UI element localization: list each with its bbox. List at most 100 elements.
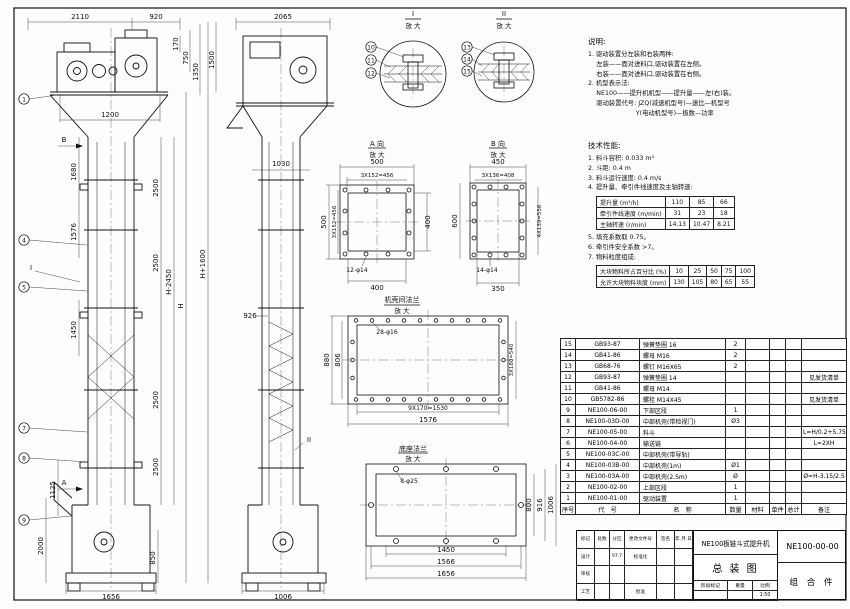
title-block-cell	[595, 583, 610, 601]
bom-cell	[745, 338, 770, 350]
drive-sprocket-side	[289, 56, 317, 84]
bom-cell: 9	[560, 404, 576, 416]
drawing-title: 总 装 图	[694, 555, 777, 581]
detail-i	[379, 18, 447, 108]
bom-cell: L=H/0.2+5.75	[801, 426, 847, 438]
bom-cell	[801, 349, 847, 361]
dimension-label: 1656	[102, 593, 120, 601]
head-cap	[124, 29, 148, 39]
bom-cell	[745, 393, 770, 405]
bom-cell	[785, 371, 802, 383]
title-block-cell: 工艺	[577, 583, 595, 601]
bom-cell	[745, 371, 770, 383]
bom-cell: GB93-87	[575, 371, 640, 383]
tech-title: 技术性能:	[588, 141, 621, 150]
bom-cell: NE100-04-00	[575, 437, 640, 449]
view-a-subtitle: 放 大	[369, 150, 385, 159]
bom-cell: 13	[560, 360, 576, 372]
bom-cell: 2	[560, 481, 576, 493]
bolt-head	[493, 52, 515, 61]
bom-cell: NE100-06-00	[575, 404, 640, 416]
bom-cell: Ø1	[725, 459, 746, 471]
bom-cell	[785, 338, 802, 350]
bom-header-cell: 数量	[725, 503, 746, 515]
take-up-wheel	[93, 531, 115, 553]
part-balloon-number: 5	[22, 284, 26, 291]
performance-table-cell: 31	[664, 207, 690, 219]
title-block-cell	[610, 583, 625, 601]
bom-cell: 弹簧垫圈 16	[639, 338, 726, 350]
part-balloon	[461, 41, 473, 53]
dimension-label: 450	[491, 158, 504, 166]
dimension-label: 600	[451, 214, 459, 227]
grain-table-cell: 80	[706, 276, 722, 289]
grain-table-cell: 10	[669, 265, 689, 278]
part-balloon	[365, 41, 377, 53]
motor	[63, 42, 91, 53]
title-block-cell	[595, 548, 610, 566]
gearbox-wheel	[66, 60, 88, 82]
bom-cell	[785, 426, 802, 438]
bom-cell	[801, 492, 847, 504]
dimension-label: 400	[424, 215, 432, 228]
view-a-title: A 向	[370, 139, 384, 148]
bom-cell	[745, 349, 770, 361]
head-casing	[114, 37, 158, 93]
bom-cell: GB5782-86	[575, 393, 640, 405]
performance-table-cell: 23	[688, 207, 715, 219]
bom-cell: NE100-03C-00	[575, 448, 640, 460]
bom-cell	[769, 338, 786, 350]
grain-table-cell: 105	[687, 276, 708, 289]
bom-header-cell: 备注	[801, 503, 847, 515]
bom-cell: NE100-02-00	[575, 481, 640, 493]
bom-cell: 15	[560, 338, 576, 350]
note-line: Y(电动机型号)—极数—功率	[588, 109, 714, 117]
bom-cell: NE100-03D-00	[575, 415, 640, 427]
nut	[402, 83, 424, 91]
drive-frame	[56, 51, 116, 93]
view-a-arrow	[76, 486, 83, 492]
grain-table-cell: 65	[720, 276, 737, 289]
tech-line: 1. 料斗容积: 0.033 m³	[588, 155, 655, 162]
title-block-cell: 年.月.日	[675, 531, 693, 549]
grain-table-cell: 100	[735, 265, 755, 278]
bom-cell	[785, 415, 802, 427]
bom-cell	[801, 360, 847, 372]
bom-cell	[725, 426, 746, 438]
stage-value	[694, 591, 728, 601]
part-balloon-number: 8	[22, 455, 26, 462]
bom-cell: 螺母 M16	[639, 349, 726, 361]
grain-table-cell: 75	[720, 265, 737, 278]
dimension-label: 1680	[70, 163, 78, 181]
bom-cell: 3	[560, 470, 576, 482]
part-balloon	[18, 281, 30, 293]
bom-cell	[785, 470, 802, 482]
dimension-label: 4X139=556	[537, 204, 543, 237]
notes-section: 说明: 1. 驱动装置分左装和右装两种: 左装——面对进料口,驱动装置在左侧。 …	[588, 36, 842, 118]
bom-cell	[725, 382, 746, 394]
title-block-middle: NE100板链斗式提升机 总 装 图 阶段标记 重量 比例 1:50	[693, 531, 778, 601]
bom-cell	[801, 404, 847, 416]
bom-cell	[769, 470, 786, 482]
bom-cell: 1	[725, 492, 746, 504]
drawing-number: NE100-00-00	[778, 531, 847, 563]
performance-table-cell: 8.21	[713, 218, 735, 230]
weight-value	[728, 591, 753, 601]
bom-cell: 下部区段	[639, 404, 726, 416]
part-balloon-number: 14	[463, 56, 471, 63]
